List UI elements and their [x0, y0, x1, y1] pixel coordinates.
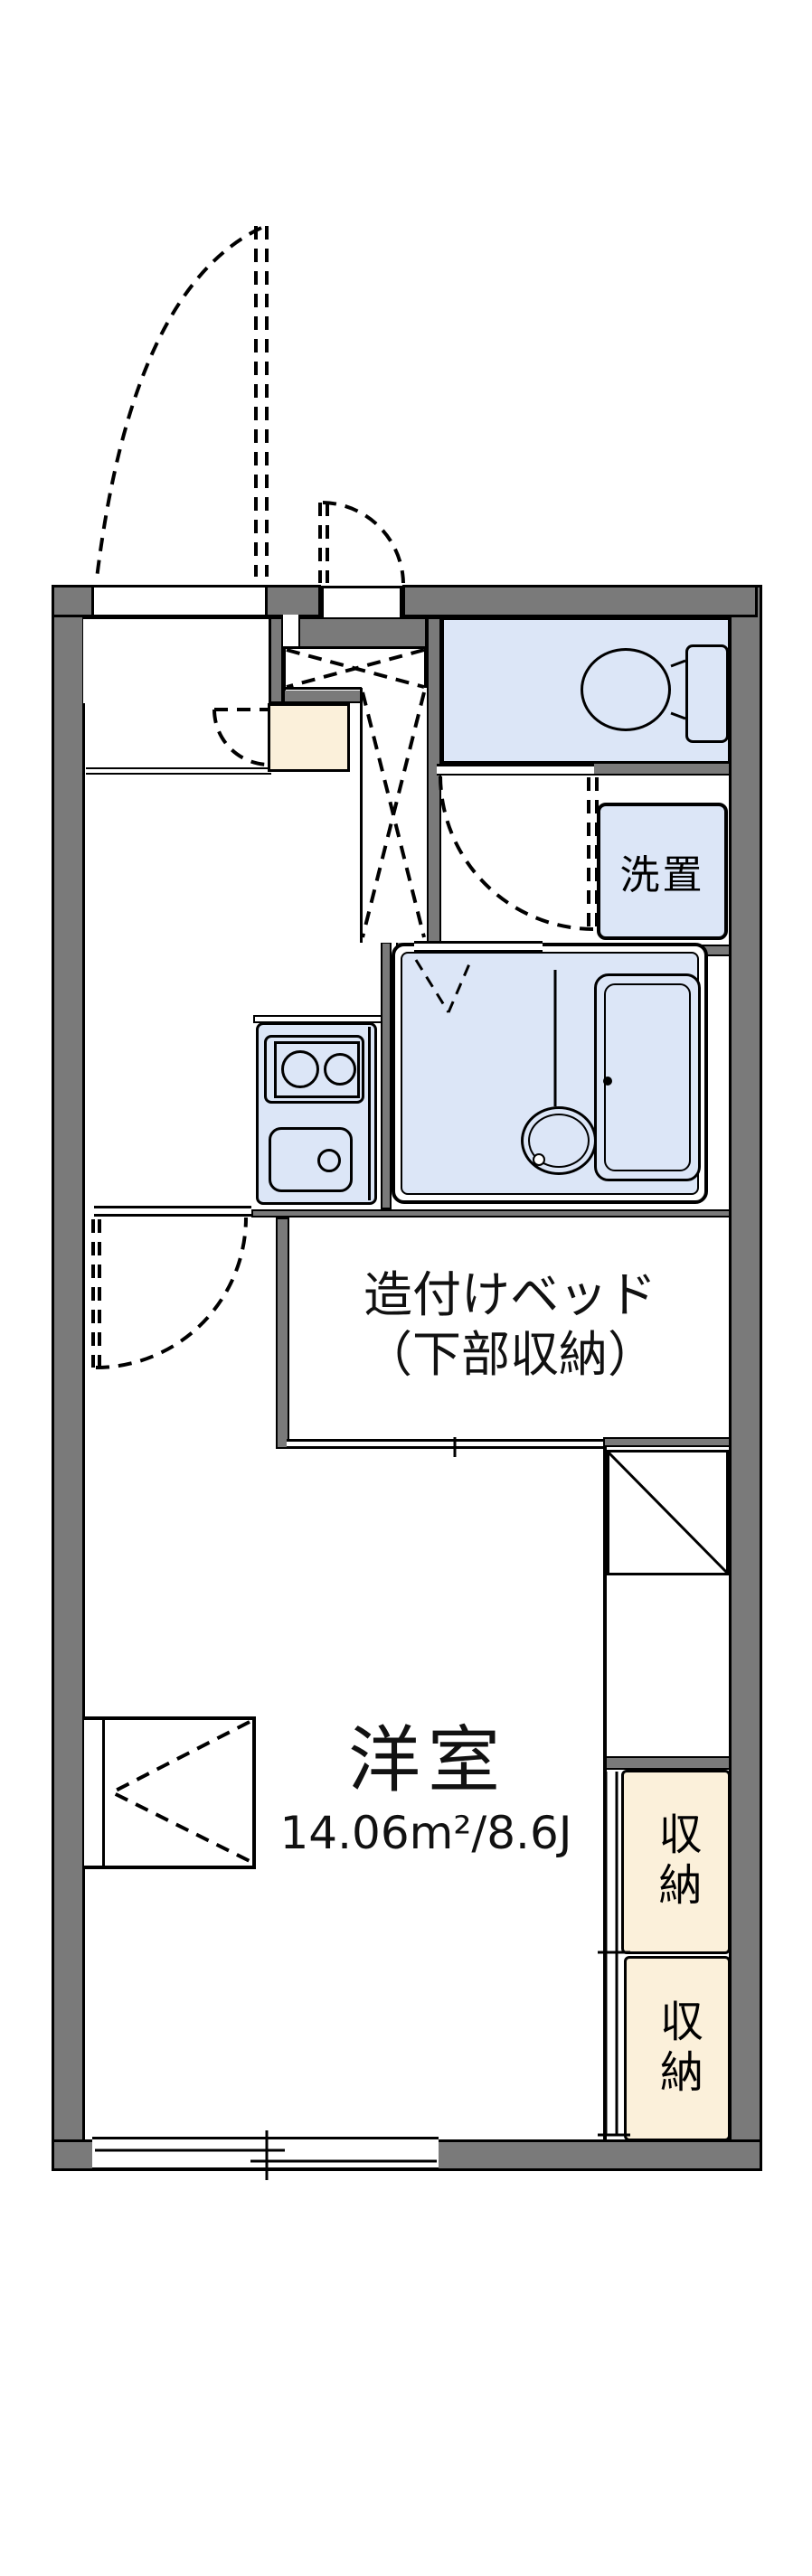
- room-window-inner-line: [102, 1720, 105, 1866]
- shoe-cabinet: [268, 703, 350, 772]
- bed-label-line1: 造付けベッド: [364, 1266, 656, 1323]
- pipe-space-bottom-line: [283, 687, 362, 690]
- entry-door-leaf: [254, 226, 269, 577]
- hall-door-arc: [95, 1217, 248, 1369]
- storage-upper-box: 収納: [621, 1770, 731, 1954]
- bath-door-threshold: [414, 941, 543, 953]
- pipe-space-column: [360, 688, 427, 943]
- toilet-door-leaf: [587, 777, 599, 929]
- wall-bed-top: [251, 1209, 731, 1217]
- washer-space-label: 洗置: [619, 852, 705, 898]
- genkan-area: [83, 616, 271, 703]
- bath-door-handle-dot: [603, 1076, 612, 1086]
- toilet-tank: [685, 644, 729, 743]
- toilet-bowl: [581, 648, 671, 731]
- wall-toilet-left: [427, 617, 441, 943]
- wall-top-segment-1: [52, 585, 94, 617]
- room-area-label: 14.06m²/8.6J: [279, 1807, 572, 1859]
- storage-upper-label: 収納: [650, 1811, 702, 1913]
- wall-right: [729, 585, 762, 2171]
- refrigerator-space: [607, 1450, 729, 1575]
- storage-lower-label: 収納: [652, 1998, 703, 2100]
- stove-inner: [274, 1041, 360, 1098]
- toilet-door-opening: [437, 764, 594, 776]
- wall-toilet-bottom: [592, 762, 731, 776]
- entry-door-opening: [94, 585, 265, 617]
- storage-lower-box: 収納: [624, 1956, 731, 2141]
- bathtub: [594, 973, 701, 1181]
- pipe-space-slot: [283, 615, 298, 648]
- stove-burner-right: [324, 1053, 356, 1086]
- niche-door-leaf: [318, 503, 329, 583]
- shoe-cabinet-door-arc: [212, 709, 270, 766]
- hall-door-leaf: [91, 1219, 101, 1368]
- bed-label-line2: （下部収納）: [364, 1326, 656, 1383]
- bath-washbowl: [521, 1106, 597, 1175]
- sink-drain: [317, 1149, 341, 1172]
- wall-niche-block: [298, 617, 427, 648]
- wall-top-segment-2: [265, 585, 321, 617]
- bottom-window-opening: [92, 2137, 439, 2171]
- room-window-box: [84, 1716, 256, 1869]
- genkan-step-line: [86, 767, 271, 775]
- kitchen-unit-right-line: [368, 1027, 371, 1200]
- entry-door-arc: [95, 226, 262, 579]
- storage-door-track-lines: [604, 1772, 618, 2134]
- wall-left: [52, 585, 85, 2171]
- bathtub-inner-line: [604, 983, 691, 1171]
- toilet-door-arc: [439, 775, 594, 931]
- wall-column-band: [603, 1756, 731, 1770]
- wall-bed-left: [276, 1217, 289, 1449]
- room-name-label: 洋室: [348, 1718, 507, 1802]
- washer-space-box: 洗置: [597, 803, 728, 940]
- niche-door-arc: [322, 501, 405, 584]
- pipe-space-box: [283, 646, 427, 691]
- bath-washbowl-inner: [528, 1114, 590, 1168]
- wall-bed-bottom-right: [603, 1437, 731, 1447]
- bath-drain: [533, 1153, 545, 1166]
- wall-top-segment-3: [402, 585, 758, 617]
- hall-room-opening: [94, 1206, 251, 1217]
- bed-bottom-line: [287, 1439, 603, 1449]
- wall-kitchen-bath-divider: [381, 942, 392, 1209]
- stove-burner-left: [281, 1050, 319, 1088]
